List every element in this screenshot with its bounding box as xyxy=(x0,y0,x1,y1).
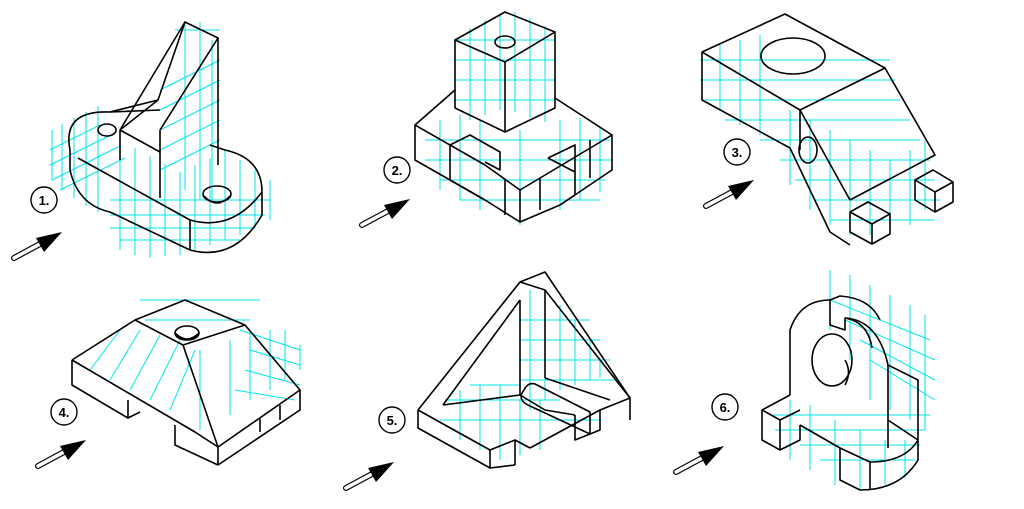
figure-5-outline xyxy=(417,271,631,469)
figure-2-grid xyxy=(425,12,612,225)
figure-6-label: 6. xyxy=(711,393,739,421)
figure-6-outline xyxy=(761,295,919,491)
figure-2-outline xyxy=(414,11,613,223)
view-direction-arrow-icon xyxy=(38,440,86,466)
view-direction-arrow-icon xyxy=(362,199,410,225)
figure-5-label: 5. xyxy=(378,406,406,434)
figure-label-text: 3. xyxy=(732,145,743,160)
view-direction-arrow-icon xyxy=(676,446,724,472)
figure-3-label: 3. xyxy=(723,138,751,166)
figure-2: 2. xyxy=(362,11,613,225)
figure-1: 1. xyxy=(14,21,271,258)
figure-5: 5. xyxy=(346,271,631,488)
figure-4-grid xyxy=(89,299,301,430)
figure-1-label: 1. xyxy=(30,186,58,214)
figure-label-text: 4. xyxy=(59,405,70,420)
figure-1-outline xyxy=(68,21,263,254)
figure-label-text: 2. xyxy=(392,163,403,178)
figure-4: 4. xyxy=(38,299,301,466)
figure-label-text: 6. xyxy=(720,400,731,415)
figure-4-outline xyxy=(71,299,301,466)
figure-3-grid xyxy=(700,35,940,235)
figure-3-outline xyxy=(701,13,954,246)
figure-6: 6. xyxy=(676,270,936,491)
figure-6-grid xyxy=(770,270,936,490)
figure-1-grid xyxy=(49,22,271,258)
view-direction-arrow-icon xyxy=(14,232,62,258)
figure-4-label: 4. xyxy=(50,398,78,426)
view-direction-arrow-icon xyxy=(346,462,394,488)
figure-3: 3. xyxy=(700,13,954,246)
figure-label-text: 1. xyxy=(39,193,50,208)
figure-2-label: 2. xyxy=(383,156,411,184)
view-direction-arrow-icon xyxy=(706,180,754,206)
figure-label-text: 5. xyxy=(387,413,398,428)
